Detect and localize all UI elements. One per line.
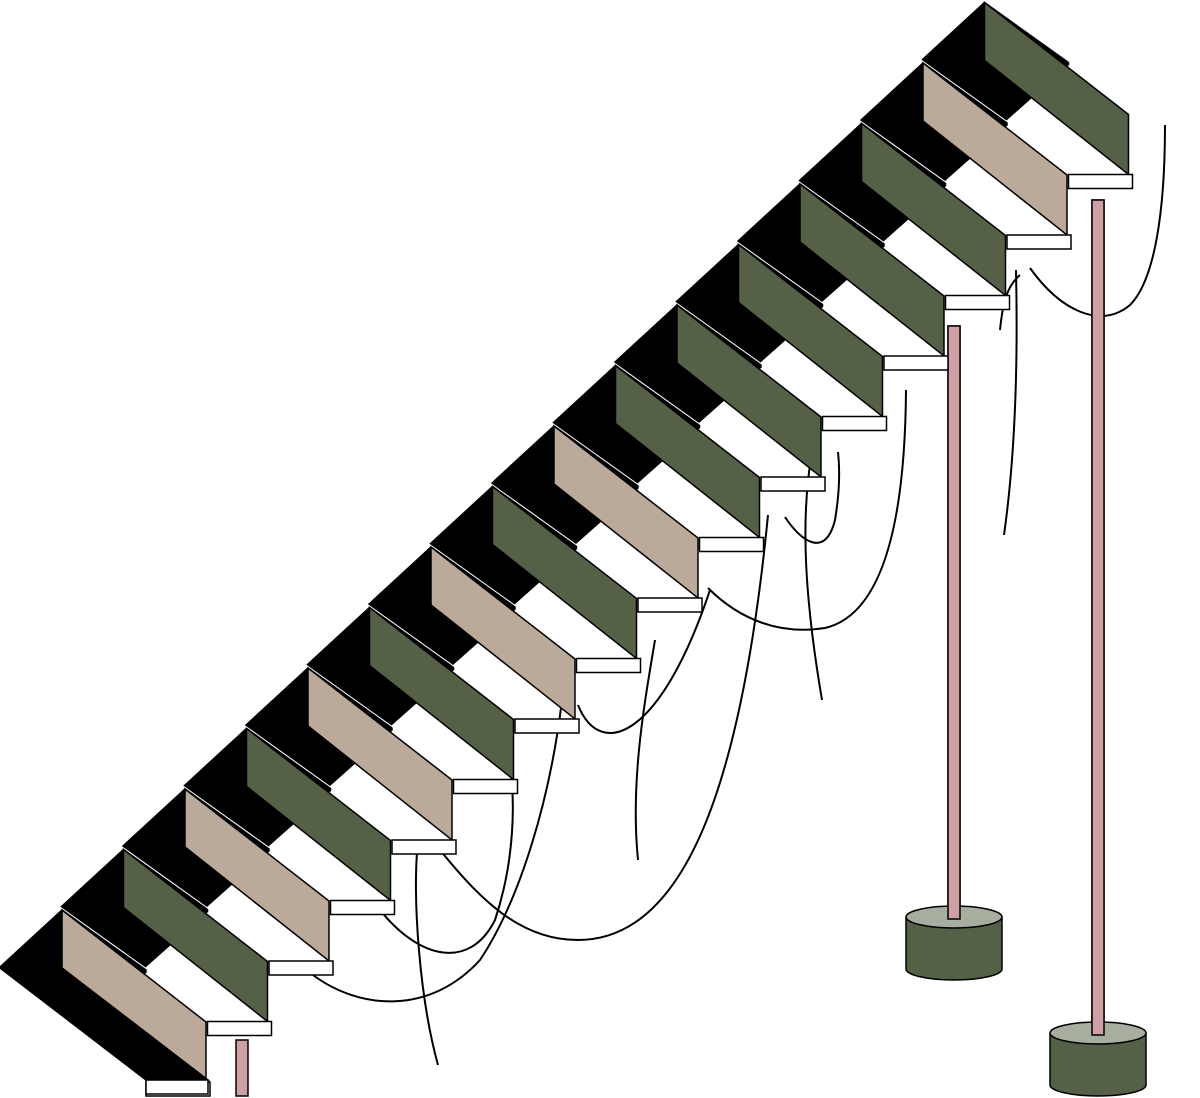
step-nosing [575, 657, 642, 674]
hanging-wire [577, 589, 711, 734]
post-base [905, 916, 1003, 981]
post-base [1049, 1032, 1147, 1097]
support-post [1091, 199, 1105, 1036]
support-post [947, 325, 961, 920]
step-nosing [637, 597, 703, 613]
step-nosing [268, 960, 334, 976]
hanging-wire [784, 451, 841, 544]
step-nosing [145, 1079, 209, 1095]
step-nosing [1006, 234, 1072, 250]
support-post [235, 1039, 249, 1097]
hanging-wire [435, 514, 769, 942]
step-nosing [329, 899, 396, 916]
hanging-wire [1003, 269, 1018, 536]
step-nosing [944, 294, 1011, 311]
step-nosing [206, 1020, 273, 1037]
step-nosing [760, 476, 826, 492]
hanging-wires [312, 124, 1166, 1066]
step-nosing [821, 415, 888, 432]
step-nosing [391, 839, 457, 855]
hanging-wire [707, 389, 907, 631]
step-nosing [452, 778, 519, 795]
step-nosing [1067, 173, 1134, 190]
step-nosing [698, 536, 765, 553]
step-nosing [883, 355, 949, 371]
staircase-steps [0, 0, 1134, 1097]
support-posts [235, 199, 1147, 1097]
hanging-wire [312, 699, 563, 1003]
hanging-wire [634, 639, 656, 861]
hanging-wire [1029, 124, 1166, 317]
hanging-wire [415, 839, 439, 1066]
step-nosing [514, 718, 580, 734]
